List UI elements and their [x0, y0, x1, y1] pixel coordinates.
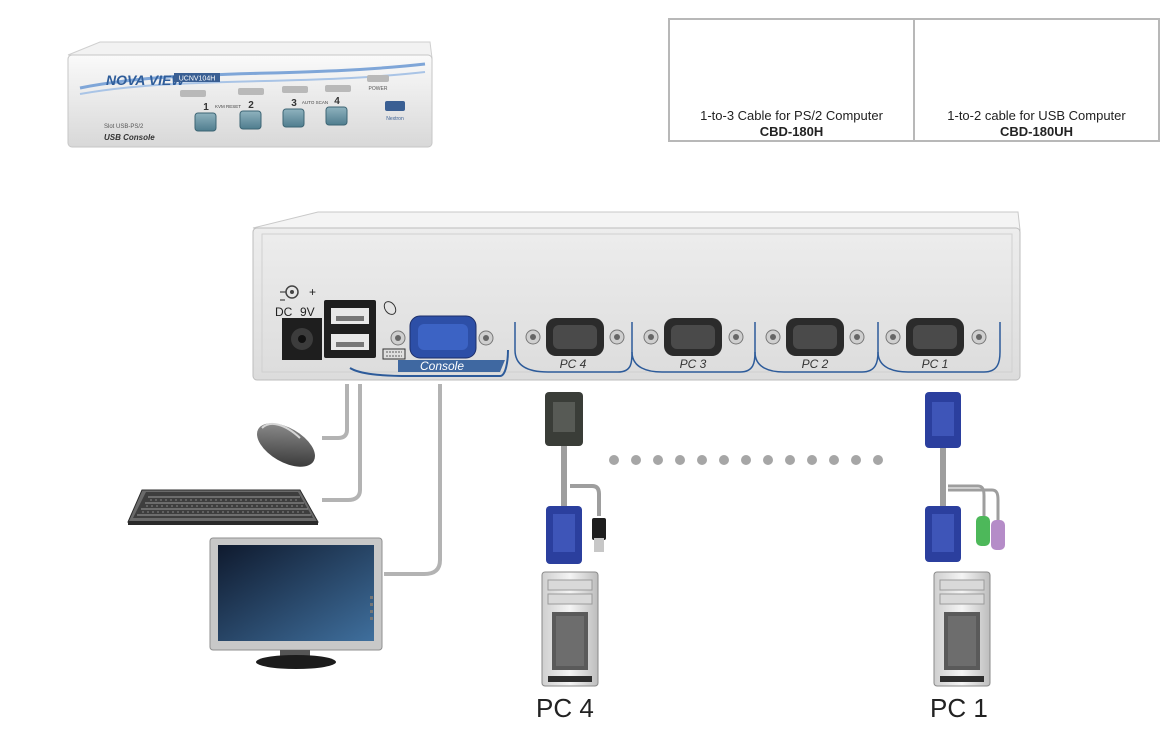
front-button-2-label: 2 — [248, 100, 254, 111]
front-button-3-label: 3 — [291, 98, 297, 109]
front-model-badge — [174, 73, 220, 82]
front-auto-scan-label: AUTO SCAN — [302, 100, 328, 105]
mouse-port-icon — [383, 301, 397, 315]
front-maker-label: Nextron — [386, 116, 404, 122]
usb-plug-icon — [592, 518, 606, 540]
usb-cable-cell: 1-to-2 cable for USB Computer CBD-180UH — [915, 20, 1158, 140]
monitor-icon — [209, 537, 383, 669]
front-kvm-reset-label: KVM RESET — [215, 104, 241, 109]
dc-label: DC — [275, 305, 293, 319]
front-button-3 — [282, 108, 305, 128]
console-port-outline — [349, 349, 509, 377]
pc1-tower-icon — [933, 571, 991, 687]
front-led-strip — [180, 75, 389, 97]
ps2-cable-model: CBD-180H — [759, 124, 824, 139]
front-button-1-label: 1 — [203, 102, 209, 113]
front-button-1 — [194, 112, 217, 132]
keyboard-icon — [127, 489, 319, 525]
usb-console-ports — [324, 300, 376, 358]
console-label: Console — [420, 359, 464, 373]
front-swoosh — [79, 62, 426, 90]
keyboard-port-icon — [382, 348, 406, 360]
pc-port-3 — [631, 318, 756, 373]
console-cables — [322, 384, 442, 576]
dc-plus-label: + — [309, 285, 316, 299]
pc-port-3-label: PC 3 — [680, 357, 707, 371]
front-model-text: UCNV104H — [179, 76, 216, 83]
pc-port-4 — [514, 318, 633, 373]
pc4-tower-icon — [541, 571, 599, 687]
usb-cable-description: 1-to-2 cable for USB Computer — [947, 108, 1126, 123]
pc4-usb-cable — [545, 392, 606, 564]
front-power-label: POWER — [369, 86, 388, 92]
pc-port-1-label: PC 1 — [922, 357, 949, 371]
mouse-icon — [257, 422, 315, 467]
front-sub-label: Slot USB-PS/2 — [104, 124, 144, 130]
pc1-label: PC 1 — [930, 693, 988, 723]
cable-options-panel: 1-to-3 Cable for PS/2 Computer CBD-180H … — [668, 18, 1160, 142]
ps2-cable-cell: 1-to-3 Cable for PS/2 Computer CBD-180H — [670, 20, 915, 140]
dc-voltage-label: 9V — [300, 305, 315, 319]
power-led — [367, 75, 389, 82]
dc-power-port — [280, 285, 322, 360]
pc-port-4-label: PC 4 — [560, 357, 587, 371]
kvm-front-unit: NOVA VIEW UCNV104H Slot USB-PS/2 USB Con… — [67, 41, 433, 148]
mouse-cable — [322, 384, 349, 440]
pc-port-1 — [877, 318, 1001, 373]
front-brand: NOVA VIEW — [106, 72, 186, 88]
monitor-cable — [384, 384, 442, 576]
kvm-rear-unit: + DC 9V Console — [252, 211, 1021, 381]
front-button-4 — [325, 106, 348, 126]
ps2-purple-icon — [991, 520, 1005, 550]
pc1-ps2-cable — [925, 392, 1005, 562]
front-button-2 — [239, 110, 262, 130]
usb-cable-model: CBD-180UH — [1000, 124, 1073, 139]
pc-port-2-label: PC 2 — [802, 357, 829, 371]
ps2-green-icon — [976, 516, 990, 546]
front-button-4-label: 4 — [334, 96, 340, 107]
nextron-logo: Nextron — [385, 101, 405, 122]
pc-ellipsis-dots — [609, 455, 883, 465]
console-vga-port — [390, 315, 494, 359]
ps2-cable-description: 1-to-3 Cable for PS/2 Computer — [700, 108, 883, 123]
keyboard-cable — [322, 384, 362, 502]
front-console-label: USB Console — [104, 133, 155, 142]
pc-port-2 — [754, 318, 879, 373]
front-port-buttons — [194, 106, 348, 132]
pc4-label: PC 4 — [536, 693, 594, 723]
